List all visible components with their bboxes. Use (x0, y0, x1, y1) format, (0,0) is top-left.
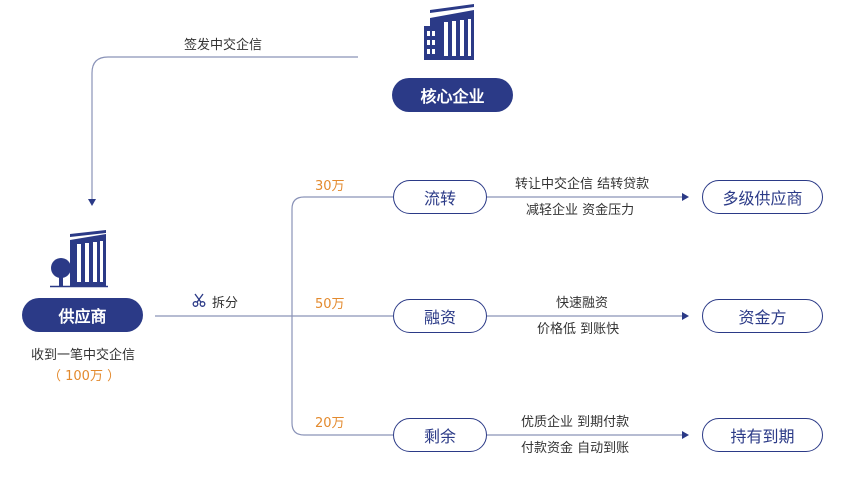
branch-amount: 20万 (315, 416, 345, 431)
branch-desc: 减轻企业 资金压力 (526, 203, 635, 218)
branch-target-node: 资金方 (702, 299, 823, 333)
building-with-tree-icon (50, 230, 108, 288)
issue-connector (91, 56, 358, 200)
branch-amount: 30万 (315, 179, 345, 194)
issue-label: 签发中交企信 (184, 38, 263, 53)
branch-desc: 快速融资 (556, 296, 609, 311)
branch-amount: 50万 (315, 297, 345, 312)
branch-action-node: 融资 (393, 299, 487, 333)
branch-desc: 优质企业 到期付款 (521, 415, 630, 430)
building-icon (424, 4, 474, 60)
core-enterprise-node: 核心企业 (392, 78, 513, 112)
branch-action-node: 剩余 (393, 418, 487, 452)
branch-desc: 价格低 到账快 (537, 322, 620, 337)
issue-arrow-head (88, 199, 96, 206)
branch-target-node: 多级供应商 (702, 180, 823, 214)
arrow-icon (682, 431, 689, 439)
branch-desc: 付款资金 自动到账 (521, 441, 630, 456)
supplier-amount: （ 100万 ） (48, 369, 121, 384)
branch-action-node: 流转 (393, 180, 487, 214)
arrow-icon (682, 312, 689, 320)
branch-bracket (291, 196, 393, 436)
scissors-icon (192, 293, 206, 307)
split-label: 拆分 (212, 296, 239, 311)
branch-desc: 转让中交企信 结转贷款 (515, 177, 650, 192)
arrow-icon (682, 193, 689, 201)
supplier-note: 收到一笔中交企信 (31, 348, 136, 363)
supplier-node: 供应商 (22, 298, 143, 332)
branch-target-node: 持有到期 (702, 418, 823, 452)
